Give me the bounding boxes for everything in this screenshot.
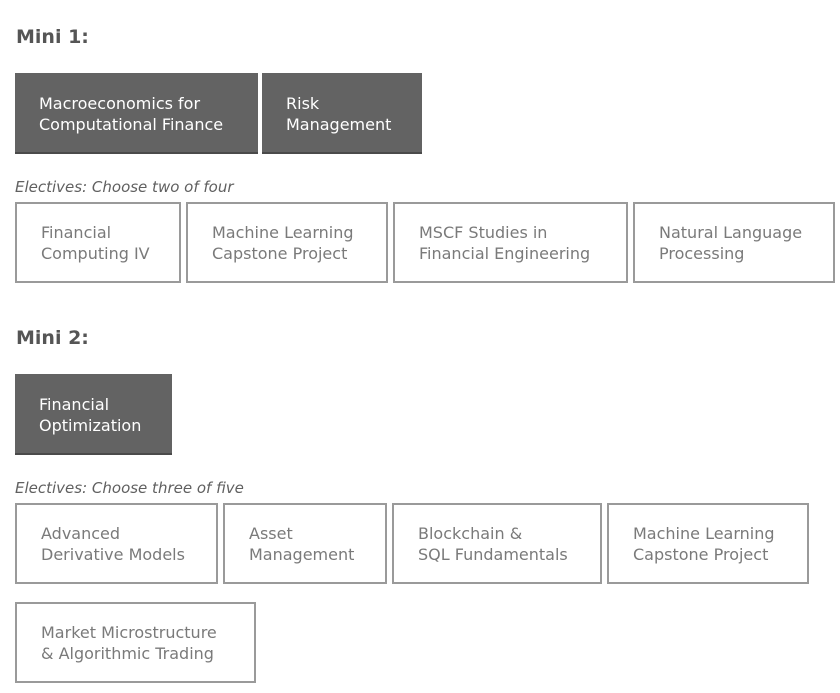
mini1-electives-note: Electives: Choose two of four [15,178,234,196]
mini2-elective-courses-row2: Market Microstructure & Algorithmic Trad… [15,602,256,683]
elective-machine-learning-capstone[interactable]: Machine Learning Capstone Project [186,202,388,283]
mini1-core-courses: Macroeconomics for Computational Finance… [15,73,422,154]
mini2-electives-note: Electives: Choose three of five [15,479,244,497]
elective-blockchain-sql[interactable]: Blockchain & SQL Fundamentals [392,503,602,584]
mini1-heading: Mini 1: [16,26,89,48]
elective-advanced-derivative-models[interactable]: Advanced Derivative Models [15,503,218,584]
course-risk-management[interactable]: Risk Management [262,73,422,154]
elective-asset-management[interactable]: Asset Management [223,503,387,584]
course-macroeconomics[interactable]: Macroeconomics for Computational Finance [15,73,258,154]
mini2-core-courses: Financial Optimization [15,374,172,455]
elective-natural-language-processing[interactable]: Natural Language Processing [633,202,835,283]
elective-mscf-studies[interactable]: MSCF Studies in Financial Engineering [393,202,628,283]
course-financial-optimization[interactable]: Financial Optimization [15,374,172,455]
mini2-elective-courses-row1: Advanced Derivative Models Asset Managem… [15,503,809,584]
elective-machine-learning-capstone-2[interactable]: Machine Learning Capstone Project [607,503,809,584]
mini1-elective-courses: Financial Computing IV Machine Learning … [15,202,835,283]
elective-market-microstructure[interactable]: Market Microstructure & Algorithmic Trad… [15,602,256,683]
mini2-heading: Mini 2: [16,327,89,349]
elective-financial-computing-iv[interactable]: Financial Computing IV [15,202,181,283]
